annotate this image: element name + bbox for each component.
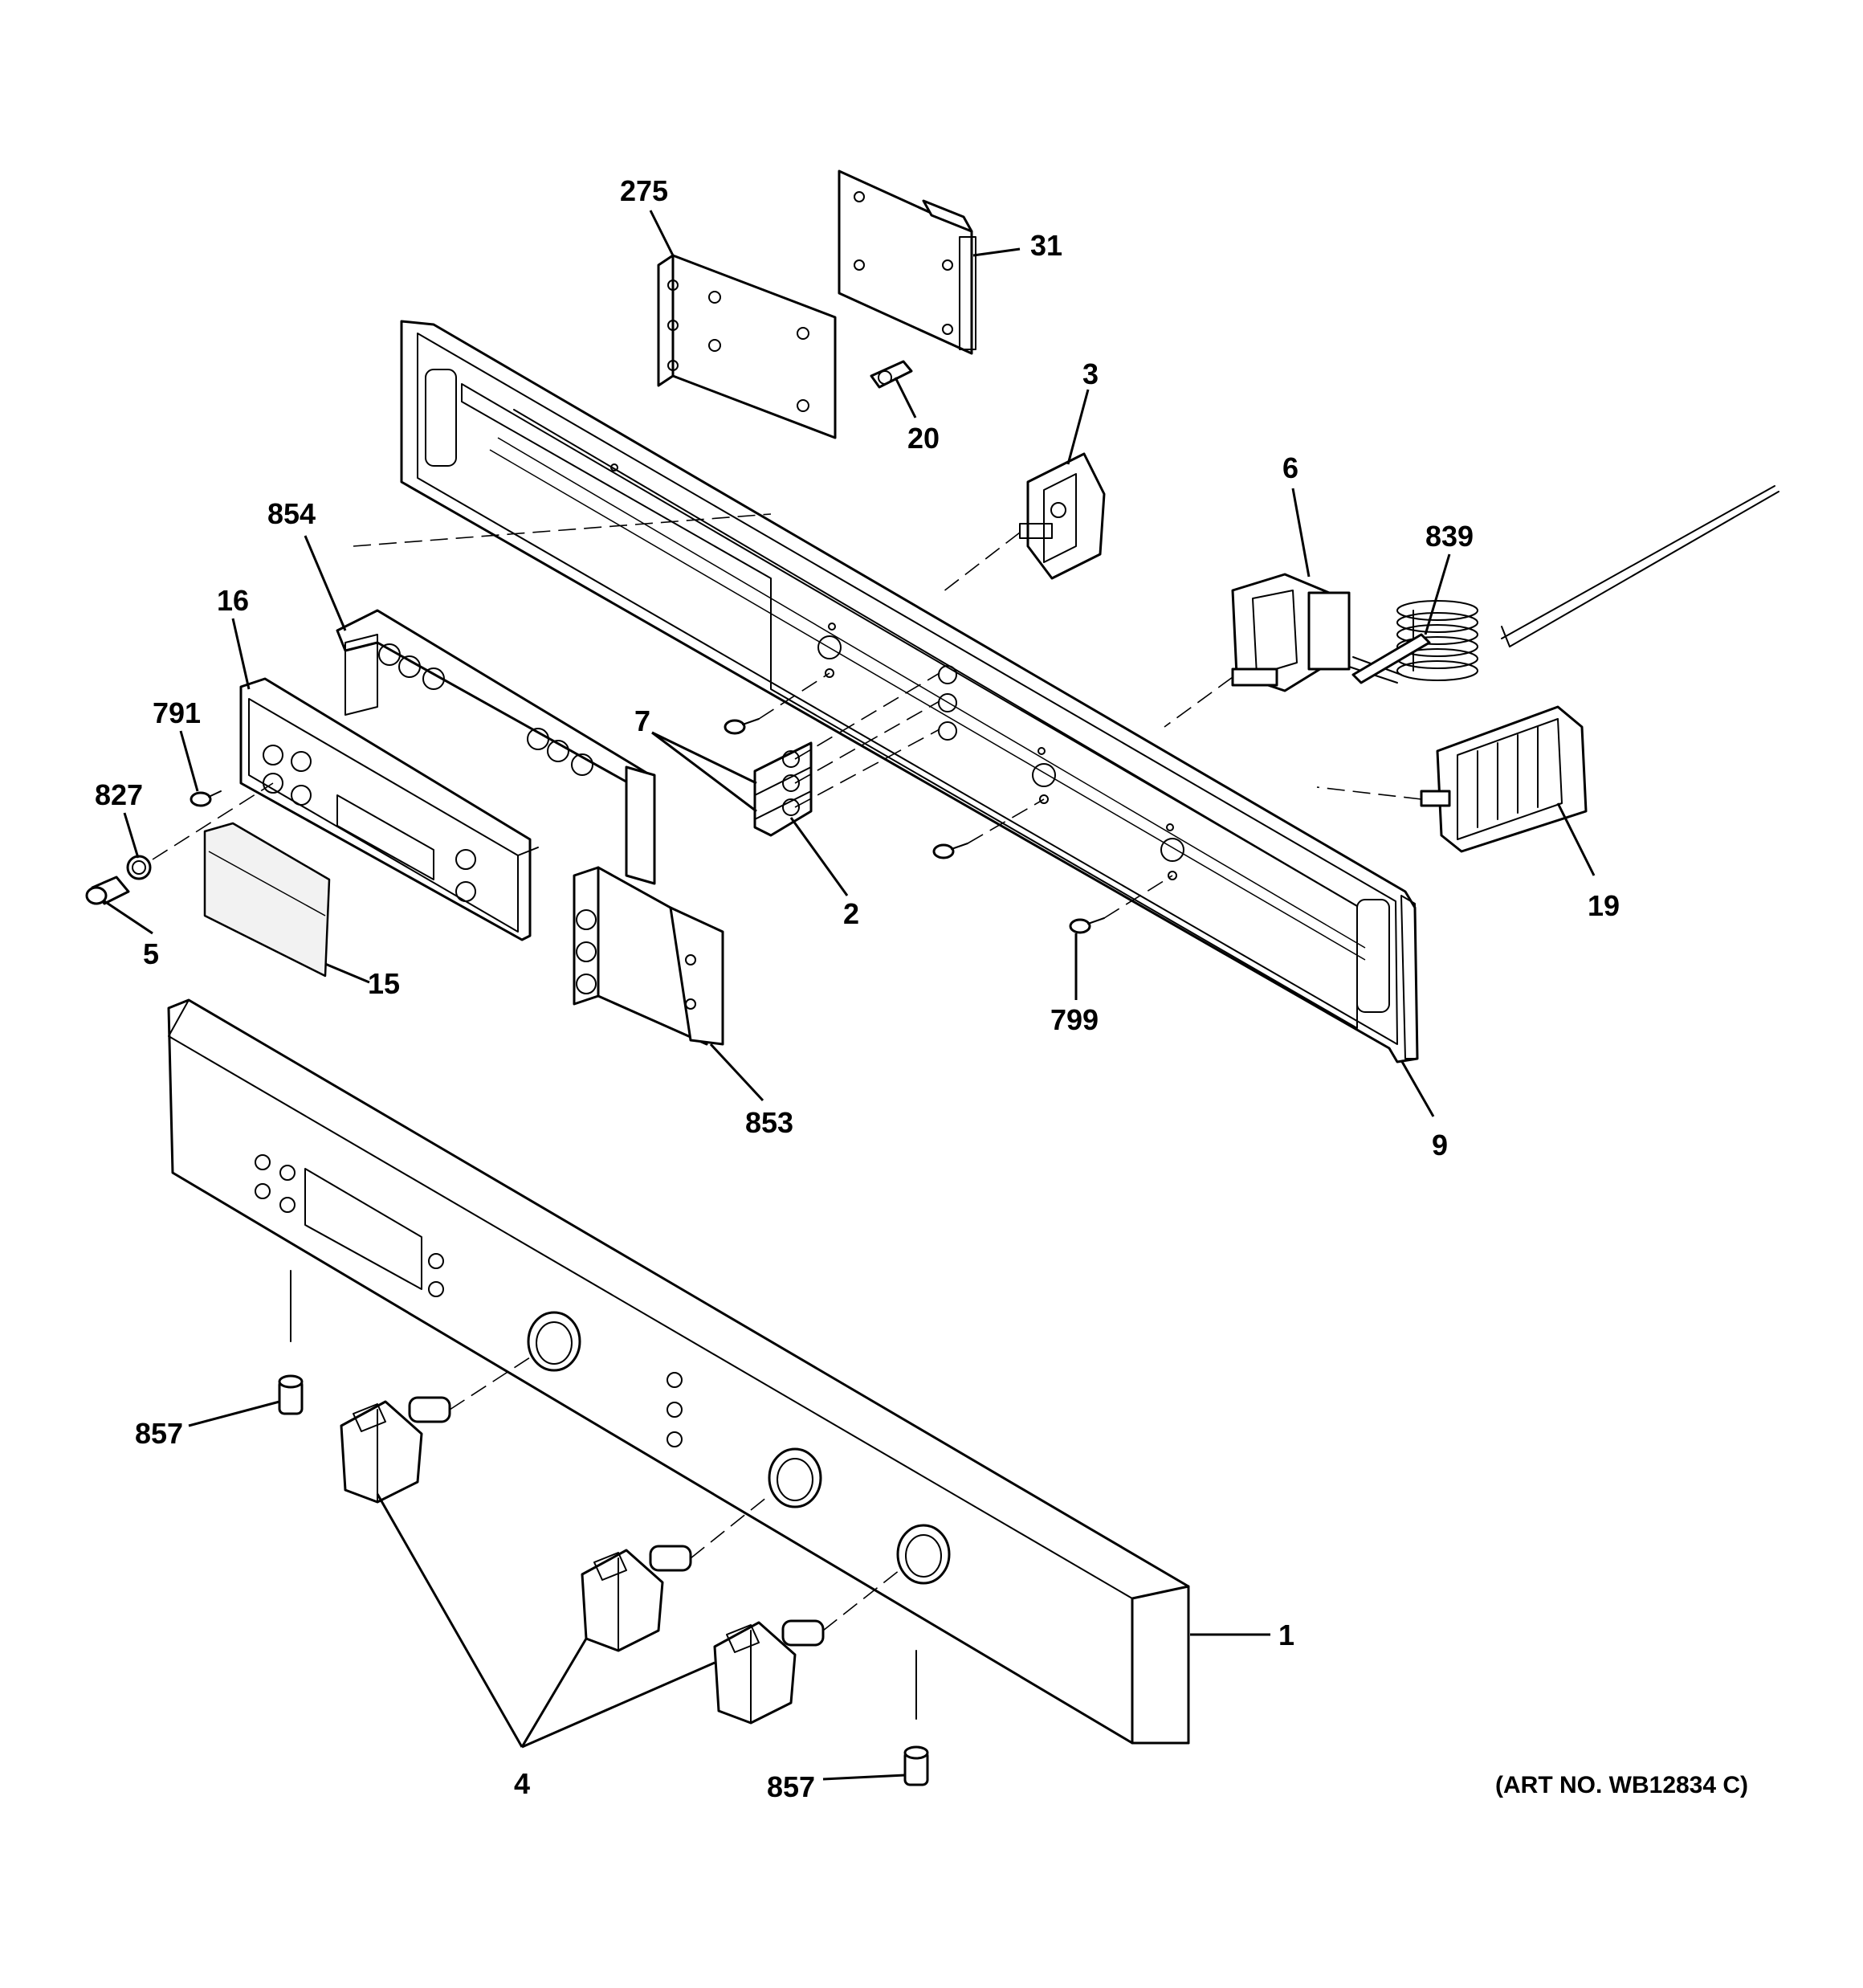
screw-middle [932,798,1045,859]
callout-15: 15 [368,967,400,1000]
callout-799: 799 [1050,1003,1099,1036]
button-5 [85,876,130,905]
callout-827: 827 [95,778,143,811]
connector-clip-20 [870,360,913,389]
callout-857-left: 857 [135,1417,183,1450]
knob-3 [713,1570,900,1725]
knob-1 [340,1357,531,1504]
selector-switch-19 [1316,705,1588,853]
relay-board-31 [838,169,976,355]
callout-16: 16 [217,584,249,617]
spring-827 [126,855,152,880]
callout-2: 2 [843,897,859,930]
control-board-16 [239,677,539,941]
screw-799 [1069,875,1173,934]
spacer-857-right [903,1650,929,1786]
screw-791 [190,790,222,807]
push-switches-7 [753,672,940,837]
callout-853: 853 [745,1106,793,1139]
callout-275: 275 [620,174,668,207]
bracket-854 [336,609,656,885]
callout-19: 19 [1588,889,1620,922]
callout-4: 4 [514,1767,530,1800]
callout-3: 3 [1082,357,1099,390]
callout-854: 854 [267,497,316,530]
callout-20: 20 [907,422,940,455]
callout-6: 6 [1282,451,1298,484]
callout-7: 7 [634,704,650,737]
callout-839: 839 [1425,520,1474,553]
bracket-853 [573,866,724,1046]
art-number: (ART NO. WB12834 C) [1495,1772,1748,1798]
knob-2 [581,1493,772,1652]
callout-791: 791 [153,696,201,729]
leader-lines [104,210,1596,1781]
callout-labels: 275 31 20 3 6 839 19 9 854 16 791 827 5 … [95,174,1748,1803]
overlay-15 [203,822,331,978]
callout-31: 31 [1030,229,1062,262]
thermostat-6 [1164,485,1779,728]
callout-5: 5 [143,937,159,970]
callout-857-right: 857 [767,1770,815,1803]
switch-3 [939,452,1106,595]
spacer-857-left [278,1270,304,1415]
callout-9: 9 [1432,1129,1448,1161]
front-panel-1 [167,998,1190,1745]
callout-1: 1 [1278,1619,1294,1651]
bracket-275 [657,254,837,439]
screw-upper [724,672,830,735]
